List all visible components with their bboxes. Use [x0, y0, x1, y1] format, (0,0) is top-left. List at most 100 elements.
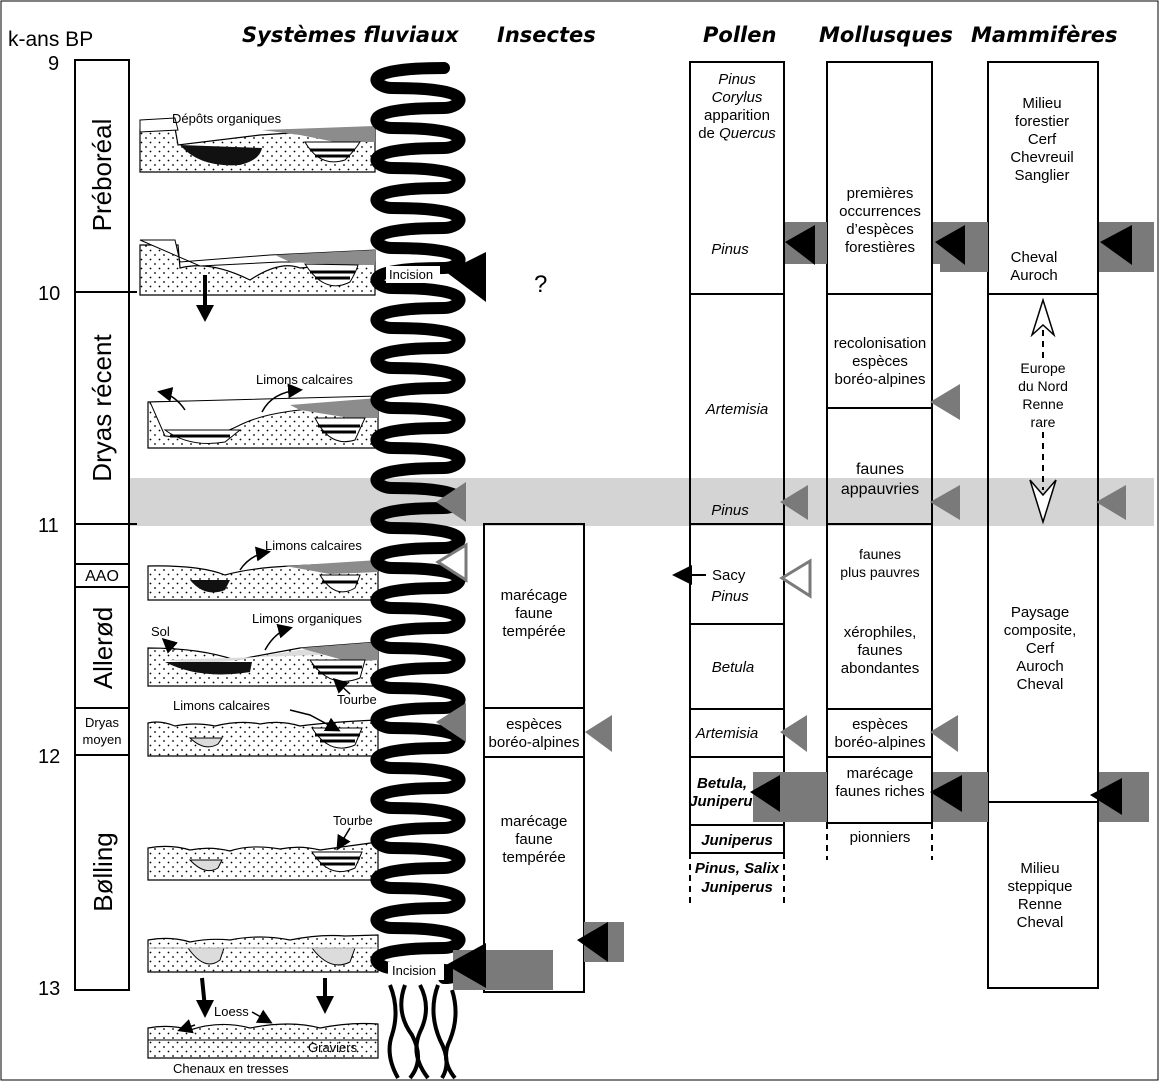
- time-axis: 9 10 11 12 13: [38, 53, 60, 1000]
- molluscs-m2-l1: recolonisation: [834, 335, 927, 352]
- molluscs-m4-l1: faunes: [859, 546, 901, 562]
- label-limons-calcaires-1: Limons calcaires: [256, 372, 353, 387]
- pollen-labels: Pinus Corylus apparition de Quercus Pinu…: [689, 71, 780, 896]
- period-aao: AAO: [85, 568, 119, 585]
- period-allerod: Allerød: [88, 607, 118, 689]
- period-dryas-moyen-line1: Dryas: [85, 715, 119, 730]
- molluscs-m5-l1: xérophiles,: [844, 624, 917, 641]
- molluscs-m7-l1: marécage: [847, 765, 914, 782]
- label-chenaux: Chenaux en tresses: [173, 1061, 289, 1076]
- tick-label-12: 12: [38, 746, 60, 768]
- mammals-a4-l3: Cerf: [1026, 640, 1055, 657]
- section-braided: Loess Graviers Chenaux en tresses: [147, 977, 379, 1076]
- mammal-labels: Milieu forestier Cerf Chevreuil Sanglier…: [1004, 95, 1077, 931]
- pollen-p5: Pinus: [711, 588, 749, 605]
- period-dryas-moyen-line2: moyen: [82, 732, 121, 747]
- molluscs-m1-l4: forestières: [845, 239, 915, 256]
- mammals-a5-l4: Cheval: [1017, 914, 1064, 931]
- mammals-a5-l1: Milieu: [1020, 860, 1059, 877]
- section-aao: Limons calcaires: [147, 538, 379, 601]
- mammals-a4-l5: Cheval: [1017, 676, 1064, 693]
- insects-b2-l2: boréo-alpines: [489, 734, 580, 751]
- label-graviers: Graviers: [308, 1040, 358, 1055]
- insects-b3-l3: tempérée: [502, 849, 565, 866]
- pollen-p9: Juniperus: [701, 832, 773, 849]
- header-fluvial: Systèmes fluviaux: [242, 23, 460, 47]
- pollen-p10-l2: Juniperus: [701, 879, 773, 896]
- mammals-column: [987, 61, 1099, 989]
- section-bolling-2: [147, 934, 379, 973]
- section-dryas-moyen: Limons calcaires: [147, 698, 379, 757]
- mammals-a2-l1: Cheval: [1011, 249, 1058, 266]
- mammals-a1-l5: Sanglier: [1014, 167, 1069, 184]
- pollen-p8-l1: Betula,: [697, 775, 747, 792]
- mammals-a3-l2: du Nord: [1018, 378, 1068, 394]
- insects-unknown: ?: [534, 271, 547, 298]
- pollen-p10-l1: Pinus, Salix: [695, 860, 780, 877]
- pollen-p3: Artemisia: [705, 401, 769, 418]
- molluscs-m1-l1: premières: [847, 185, 914, 202]
- mollusc-labels: premières occurrences d’espèces forestiè…: [834, 185, 927, 846]
- pollen-p1-l4: de Quercus: [698, 125, 776, 142]
- pollen-p6: Betula: [712, 659, 755, 676]
- mammals-a1-l3: Cerf: [1028, 131, 1057, 148]
- mammals-a1-l2: forestier: [1015, 113, 1069, 130]
- insects-b1-l3: tempérée: [502, 623, 565, 640]
- molluscs-m3-l1: faunes: [856, 461, 904, 478]
- mammals-a4-l4: Auroch: [1016, 658, 1064, 675]
- insects-b1-l1: marécage: [501, 587, 568, 604]
- molluscs-m8: pionniers: [850, 829, 911, 846]
- mammals-a3-l3: Renne: [1022, 396, 1063, 412]
- insects-b2-l1: espèces: [506, 716, 562, 733]
- axis-unit-label: k-ans BP: [8, 28, 93, 51]
- pollen-p1-l3: apparition: [704, 107, 770, 124]
- label-incision-1: Incision: [389, 267, 433, 282]
- section-preboreal-1: Dépôts organiques: [139, 111, 376, 173]
- mammals-a3-l4: rare: [1031, 414, 1056, 430]
- label-limons-organiques: Limons organiques: [252, 611, 362, 626]
- label-loess: Loess: [214, 1004, 249, 1019]
- label-tourbe-2: Tourbe: [333, 813, 373, 828]
- mammals-a5-l2: steppique: [1007, 878, 1072, 895]
- mammals-a1-l4: Chevreuil: [1010, 149, 1073, 166]
- molluscs-m7-l2: faunes riches: [835, 783, 924, 800]
- pollen-p8-l2: Juniperus: [689, 793, 761, 810]
- label-limons-calcaires-3: Limons calcaires: [173, 698, 270, 713]
- tick-label-11: 11: [38, 515, 59, 537]
- section-preboreal-2: [139, 239, 376, 322]
- section-dryas-recent: Limons calcaires: [147, 372, 379, 449]
- mammals-a1-l1: Milieu: [1022, 95, 1061, 112]
- period-bolling: Bølling: [88, 832, 118, 911]
- braided-channels: [387, 984, 458, 1080]
- insects-b1-l2: faune: [515, 605, 553, 622]
- mammals-a5-l3: Renne: [1018, 896, 1062, 913]
- molluscs-m6-l2: boréo-alpines: [835, 734, 926, 751]
- molluscs-m1-l2: occurrences: [839, 203, 921, 220]
- pollen-p2: Pinus: [711, 241, 749, 258]
- tick-label-9: 9: [48, 53, 59, 75]
- mammals-a2-l2: Auroch: [1010, 267, 1058, 284]
- tick-label-10: 10: [38, 283, 60, 305]
- header-molluscs: Mollusques: [819, 23, 953, 47]
- cold-event-band: [128, 478, 1154, 526]
- mammals-a4-l1: Paysage: [1011, 604, 1069, 621]
- period-preboreal: Préboréal: [87, 119, 117, 232]
- insects-b3-l2: faune: [515, 831, 553, 848]
- triangle-markers: [435, 225, 1132, 988]
- label-sol: Sol: [151, 624, 170, 639]
- pollen-p1-l2: Corylus: [712, 89, 763, 106]
- reindeer-arrows: [1029, 297, 1057, 525]
- molluscs-m5-l2: faunes: [857, 642, 902, 659]
- period-dryas-recent: Dryas récent: [87, 334, 117, 482]
- fluvial-sections: Dépôts organiques Limons calcaires: [139, 111, 379, 1076]
- insects-b3-l1: marécage: [501, 813, 568, 830]
- mammals-a4-l2: composite,: [1004, 622, 1077, 639]
- pollen-sacy: Sacy: [712, 567, 746, 584]
- molluscs-m3-l2: appauvries: [841, 481, 919, 498]
- molluscs-m5-l3: abondantes: [841, 660, 919, 677]
- molluscs-m2-l2: espèces: [852, 353, 908, 370]
- header-mammals: Mammifères: [971, 23, 1118, 47]
- pollen-p7: Artemisia: [695, 725, 759, 742]
